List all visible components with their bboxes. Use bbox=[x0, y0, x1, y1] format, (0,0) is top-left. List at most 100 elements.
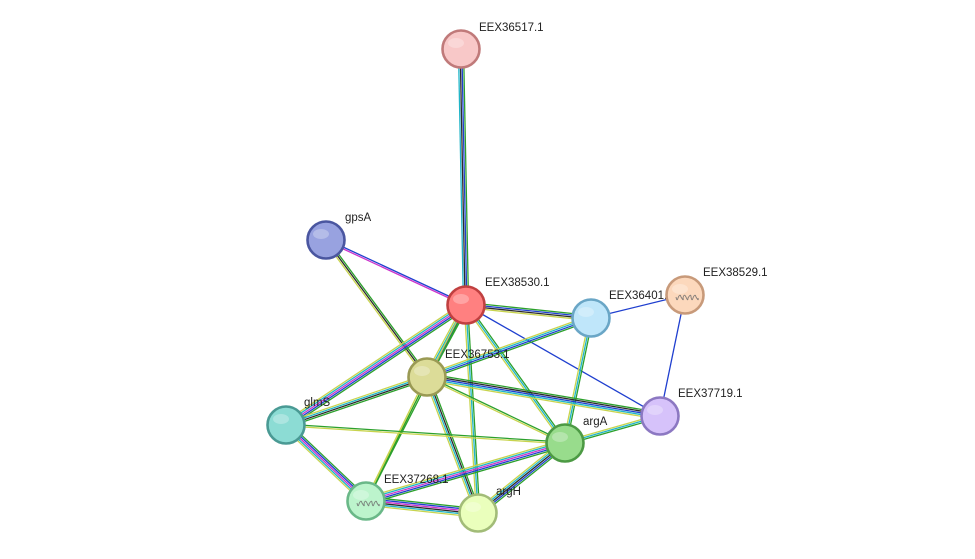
node-highlight bbox=[578, 307, 594, 317]
node-gpsa[interactable]: gpsA bbox=[306, 212, 372, 260]
node-label: EEX38529.1 bbox=[703, 267, 768, 279]
node-highlight bbox=[465, 502, 481, 512]
edge-evidence-experiments bbox=[325, 240, 466, 307]
edge-eex36753-1-arga[interactable] bbox=[426, 375, 566, 445]
edge-evidence-textmining bbox=[426, 379, 660, 420]
edge-evidence-cooccurrence bbox=[466, 303, 592, 318]
edge-evidence-coexpression bbox=[325, 239, 428, 378]
edge-eex36753-1-argh[interactable] bbox=[424, 375, 481, 515]
node-circle[interactable] bbox=[640, 396, 680, 436]
node-eex38529-1[interactable]: EEX38529.1 bbox=[665, 267, 768, 315]
node-circle[interactable] bbox=[458, 493, 498, 533]
edge-eex38530-1-glms[interactable] bbox=[283, 301, 469, 429]
edge-evidence-textmining bbox=[464, 305, 565, 445]
node-circle[interactable] bbox=[306, 220, 346, 260]
edge-evidence-neighborhood bbox=[366, 445, 567, 505]
edge-evidence-database bbox=[564, 317, 592, 444]
node-highlight bbox=[552, 432, 568, 442]
node-eex37719-1[interactable]: EEX37719.1 bbox=[640, 388, 743, 436]
edge-evidence-textmining bbox=[283, 301, 465, 423]
edge-evidence-experiments bbox=[285, 304, 467, 426]
edge-evidence-textmining bbox=[465, 306, 591, 322]
node-label: glmS bbox=[304, 397, 331, 409]
edge-evidence-cooccurrence bbox=[366, 444, 566, 504]
edge-evidence-textmining bbox=[364, 376, 427, 501]
edge-evidence-database bbox=[465, 304, 566, 444]
edge-eex36517-1-eex38530-1[interactable] bbox=[457, 48, 470, 306]
node-arga[interactable]: argA bbox=[545, 416, 608, 463]
edge-evidence-cooccurrence bbox=[286, 305, 468, 427]
node-argh[interactable]: argH bbox=[458, 486, 521, 533]
edge-evidence-database bbox=[426, 378, 660, 419]
node-eex36517-1[interactable]: EEX36517.1 bbox=[441, 22, 544, 69]
node-label: EEX38530.1 bbox=[485, 277, 550, 289]
edge-evidence-textmining bbox=[424, 377, 477, 515]
edge-evidence-neighborhood bbox=[566, 318, 594, 444]
node-eex38530-1[interactable]: EEX38530.1 bbox=[446, 277, 550, 325]
edge-evidence-neighborhood bbox=[427, 375, 566, 443]
edge-evidence-cooccurrence bbox=[426, 376, 661, 417]
node-circle[interactable] bbox=[407, 357, 447, 397]
edge-eex36401-1-arga[interactable] bbox=[562, 317, 594, 444]
node-circle[interactable] bbox=[446, 285, 486, 325]
edge-evidence-database bbox=[285, 375, 427, 425]
edge-evidence-experiments bbox=[365, 442, 566, 502]
edge-evidence-textmining bbox=[285, 425, 565, 445]
edge-evidence-database bbox=[426, 316, 591, 377]
node-label: EEX37719.1 bbox=[678, 388, 743, 400]
edge-evidence-cooccurrence bbox=[427, 318, 592, 379]
node-circle[interactable] bbox=[266, 405, 306, 445]
node-label: EEX37268.1 bbox=[384, 474, 449, 486]
node-highlight bbox=[672, 284, 688, 294]
edge-evidence-cooccurrence bbox=[461, 48, 468, 305]
node-circle[interactable] bbox=[441, 29, 481, 69]
edge-evidence-neighborhood bbox=[427, 373, 661, 414]
node-label: EEX36753.1 bbox=[445, 349, 510, 361]
edge-glms-arga[interactable] bbox=[285, 423, 566, 445]
edge-eex36753-1-eex37719-1[interactable] bbox=[426, 373, 661, 420]
edge-evidence-neighborhood bbox=[326, 238, 429, 377]
edge-eex38530-1-eex36401-1[interactable] bbox=[465, 301, 592, 322]
edge-evidence-coexpression bbox=[459, 49, 466, 306]
protein-structure-icon bbox=[356, 500, 380, 507]
edge-gpsa-eex36753-1[interactable] bbox=[324, 238, 429, 379]
edge-evidence-textmining bbox=[463, 305, 477, 514]
edge-gpsa-eex38530-1[interactable] bbox=[325, 238, 467, 307]
node-label: EEX36401.1 bbox=[609, 290, 674, 302]
edge-arga-eex37268-1[interactable] bbox=[364, 439, 567, 505]
edge-eex36753-1-glms[interactable] bbox=[284, 373, 429, 429]
node-glms[interactable]: glmS bbox=[266, 397, 331, 445]
edge-eex38529-1-eex37719-1[interactable] bbox=[659, 294, 686, 417]
edge-evidence-neighborhood bbox=[427, 319, 593, 381]
edge-eex36401-1-eex36753-1[interactable] bbox=[425, 314, 593, 381]
edge-evidence-coexpression bbox=[427, 376, 480, 513]
edge-evidence-neighborhood bbox=[428, 375, 481, 513]
edge-eex38530-1-eex37719-1[interactable] bbox=[465, 304, 661, 417]
node-circle[interactable] bbox=[571, 298, 611, 338]
node-eex36401-1[interactable]: EEX36401.1 bbox=[571, 290, 674, 338]
edge-evidence-cooccurrence bbox=[326, 238, 467, 305]
edge-evidence-neighborhood bbox=[286, 423, 566, 443]
edge-evidence-cooccurrence bbox=[659, 294, 686, 417]
protein-structure-icon bbox=[675, 294, 699, 301]
node-highlight bbox=[453, 294, 469, 304]
node-highlight bbox=[273, 414, 289, 424]
edge-eex38530-1-arga[interactable] bbox=[464, 303, 567, 445]
node-label: argH bbox=[496, 486, 521, 498]
edge-evidence-cooccurrence bbox=[465, 304, 661, 417]
node-label: argA bbox=[583, 416, 608, 428]
node-eex36753-1[interactable]: EEX36753.1 bbox=[407, 349, 510, 397]
edge-evidence-neighborhood bbox=[462, 48, 470, 305]
edge-eex38530-1-argh[interactable] bbox=[463, 304, 481, 514]
node-label: EEX36517.1 bbox=[479, 22, 544, 34]
node-highlight bbox=[313, 229, 329, 239]
edge-evidence-coexpression bbox=[427, 374, 661, 415]
node-circle[interactable] bbox=[545, 423, 585, 463]
node-highlight bbox=[353, 490, 369, 500]
node-eex37268-1[interactable]: EEX37268.1 bbox=[346, 474, 449, 521]
edge-evidence-textmining bbox=[426, 377, 565, 445]
edge-evidence-database bbox=[465, 304, 479, 514]
edge-eex36753-1-eex37268-1[interactable] bbox=[364, 376, 429, 502]
